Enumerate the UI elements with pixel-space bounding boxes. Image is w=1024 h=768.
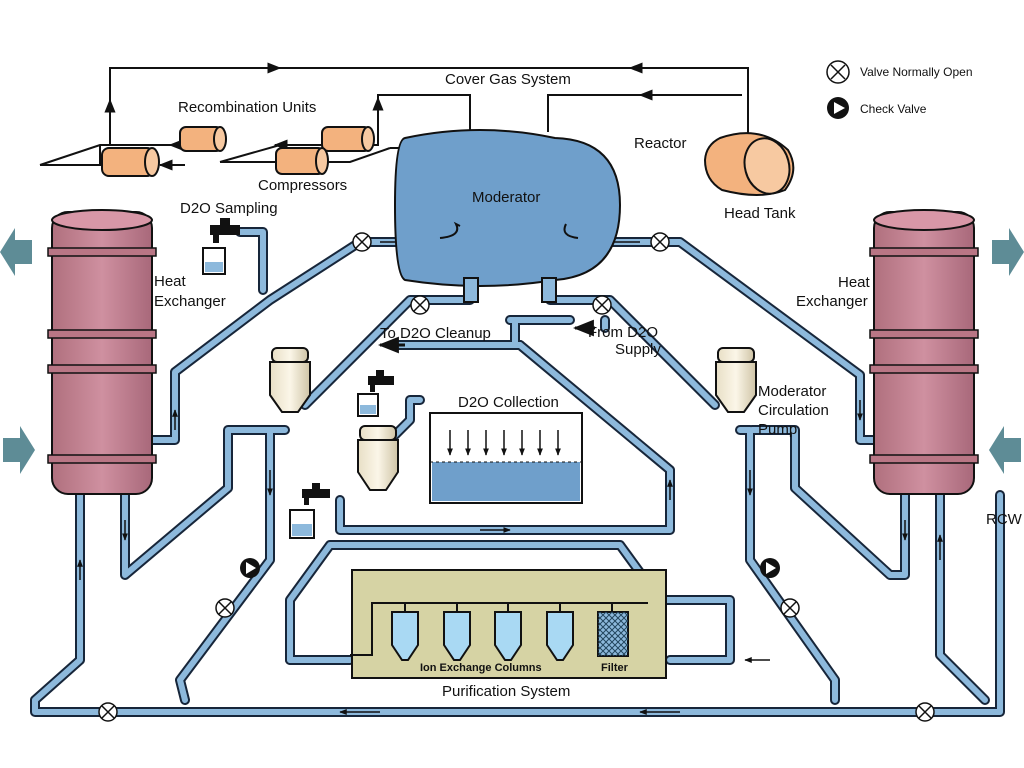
recombination-units-label: Recombination Units [178,99,316,116]
d2o-sampling-label: D2O Sampling [180,200,278,217]
recombination-unit-bottom [101,147,160,177]
check-valve-icon [240,558,260,578]
heat-exchanger-right [869,209,979,495]
moderator-circulation-pump-label-3: Pump [758,421,797,438]
cover-gas-arrows [104,62,700,171]
check-valve-icon [760,558,780,578]
cleanup-pump [357,425,399,491]
sampling-tap-lower [289,483,330,539]
heat-exchanger-left-label-2: Exchanger [154,293,226,310]
valve-normally-open-icon [780,598,800,618]
legend-valve-normally-open-label: Valve Normally Open [860,65,973,79]
from-d2o-supply-label-1: From D2O [588,324,658,341]
compressor-bottom [275,147,329,175]
ion-exchange-column-1 [391,611,419,661]
ion-exchange-column-4 [546,611,574,661]
ion-exchange-column-2 [443,611,471,661]
heat-exchanger-right-label-2: Exchanger [796,293,868,310]
d2o-collection-label: D2O Collection [458,394,559,411]
moderator-circulation-pump-label-2: Circulation [758,402,829,419]
valve-normally-open-icon [215,598,235,618]
valve-normally-open-icon [915,702,935,722]
sampling-tap-top [202,218,240,275]
purification-system-label: Purification System [442,683,570,700]
valve-normally-open-icon [410,295,430,315]
legend-valve-normally-open-icon [826,60,850,84]
heat-exchanger-right-label-1: Heat [838,274,871,291]
legend-check-valve-icon [827,97,849,119]
head-tank [703,132,795,196]
moderator-tank [393,129,622,287]
reactor-label: Reactor [634,135,687,152]
moderator-pump-right [715,347,757,413]
filter-label: Filter [601,662,629,674]
legend-check-valve-label: Check Valve [860,102,927,116]
filter-unit [597,611,629,657]
moderator-outlets [463,277,557,303]
compressor-top [321,126,375,152]
rcw-arrows [0,228,1024,474]
valve-normally-open-icon [98,702,118,722]
moderator-label: Moderator [472,189,540,206]
ion-exchange-columns-label: Ion Exchange Columns [420,662,542,674]
heat-exchanger-left [47,209,157,495]
head-tank-label: Head Tank [724,205,796,222]
ion-exchange-column-3 [494,611,522,661]
valve-normally-open-icon [592,295,612,315]
heat-exchanger-left-label-1: Heat [154,273,187,290]
moderator-circulation-pump-label-1: Moderator [758,383,826,400]
to-d2o-cleanup-label: To D2O Cleanup [380,325,491,342]
recombination-unit-top [179,126,227,152]
legend: Valve Normally Open Check Valve [826,60,973,119]
d2o-collection-tank [429,412,583,504]
valve-normally-open-icon [352,232,372,252]
rcw-label: RCW [986,511,1023,528]
cover-gas-system-label: Cover Gas System [445,71,571,88]
compressors-label: Compressors [258,177,347,194]
from-d2o-supply-label-2: Supply [615,341,661,358]
moderator-pump-left [269,347,311,413]
valve-normally-open-icon [650,232,670,252]
sampling-tap-middle [357,370,394,417]
